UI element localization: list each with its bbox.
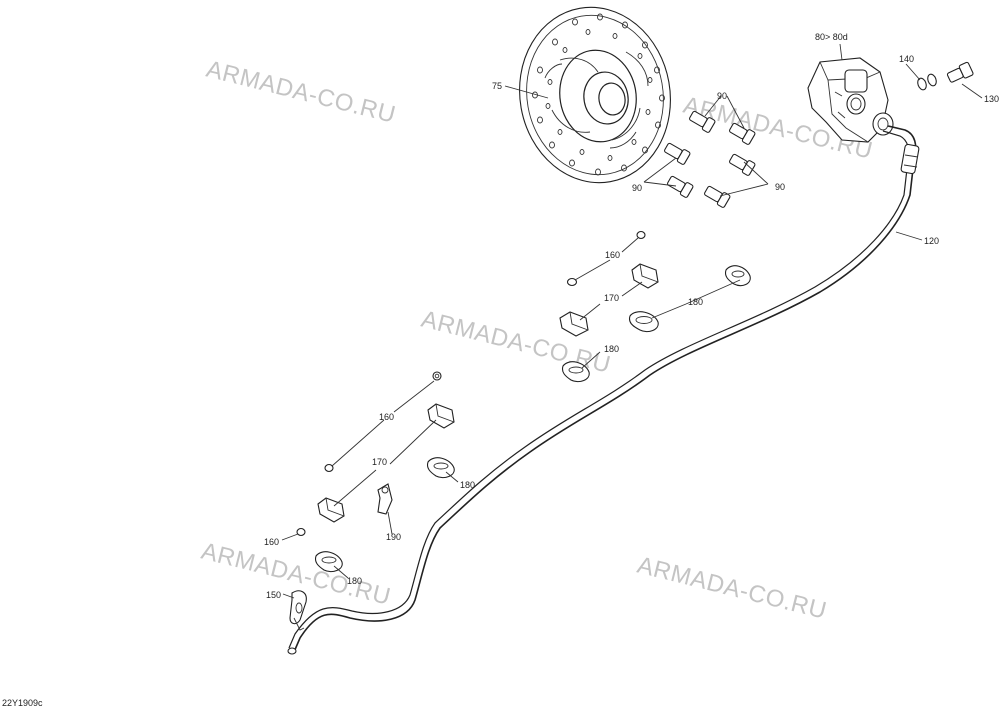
callout-140: 140 (899, 54, 914, 64)
callout-labels: 75 80> 80d 90 90 90 140 130 120 160 170 … (264, 32, 999, 600)
callout-90: 90 (775, 182, 785, 192)
callout-170: 170 (372, 457, 387, 467)
hose-holder (289, 590, 307, 631)
upper-fasteners (559, 230, 751, 383)
callout-120: 120 (924, 236, 939, 246)
figure-code: 22Y1909c (2, 698, 43, 708)
callout-90: 90 (632, 183, 642, 193)
watermark: ARMADA-CO.RU (635, 552, 830, 625)
callout-180: 180 (347, 576, 362, 586)
callout-180: 180 (604, 344, 619, 354)
watermark: ARMADA-CO.RU (204, 56, 399, 129)
leader-lines (281, 43, 983, 599)
banjo-bolt-and-washers (917, 61, 974, 91)
callout-160: 160 (379, 412, 394, 422)
callout-160: 160 (605, 250, 620, 260)
callout-170: 170 (604, 293, 619, 303)
brake-disc (519, 6, 671, 184)
callout-150: 150 (266, 590, 281, 600)
lower-fasteners (296, 371, 455, 573)
callout-80-80d: 80> 80d (815, 32, 848, 42)
callout-180: 180 (460, 480, 475, 490)
callout-180: 180 (688, 297, 703, 307)
callout-160: 160 (264, 537, 279, 547)
callout-75: 75 (492, 81, 502, 91)
brake-caliper (807, 57, 894, 143)
callout-190: 190 (386, 532, 401, 542)
callout-90: 90 (717, 91, 727, 101)
brake-hose (287, 125, 920, 655)
disc-vent-holes (532, 13, 665, 176)
callout-130: 130 (984, 94, 999, 104)
disc-bolts (664, 110, 756, 208)
